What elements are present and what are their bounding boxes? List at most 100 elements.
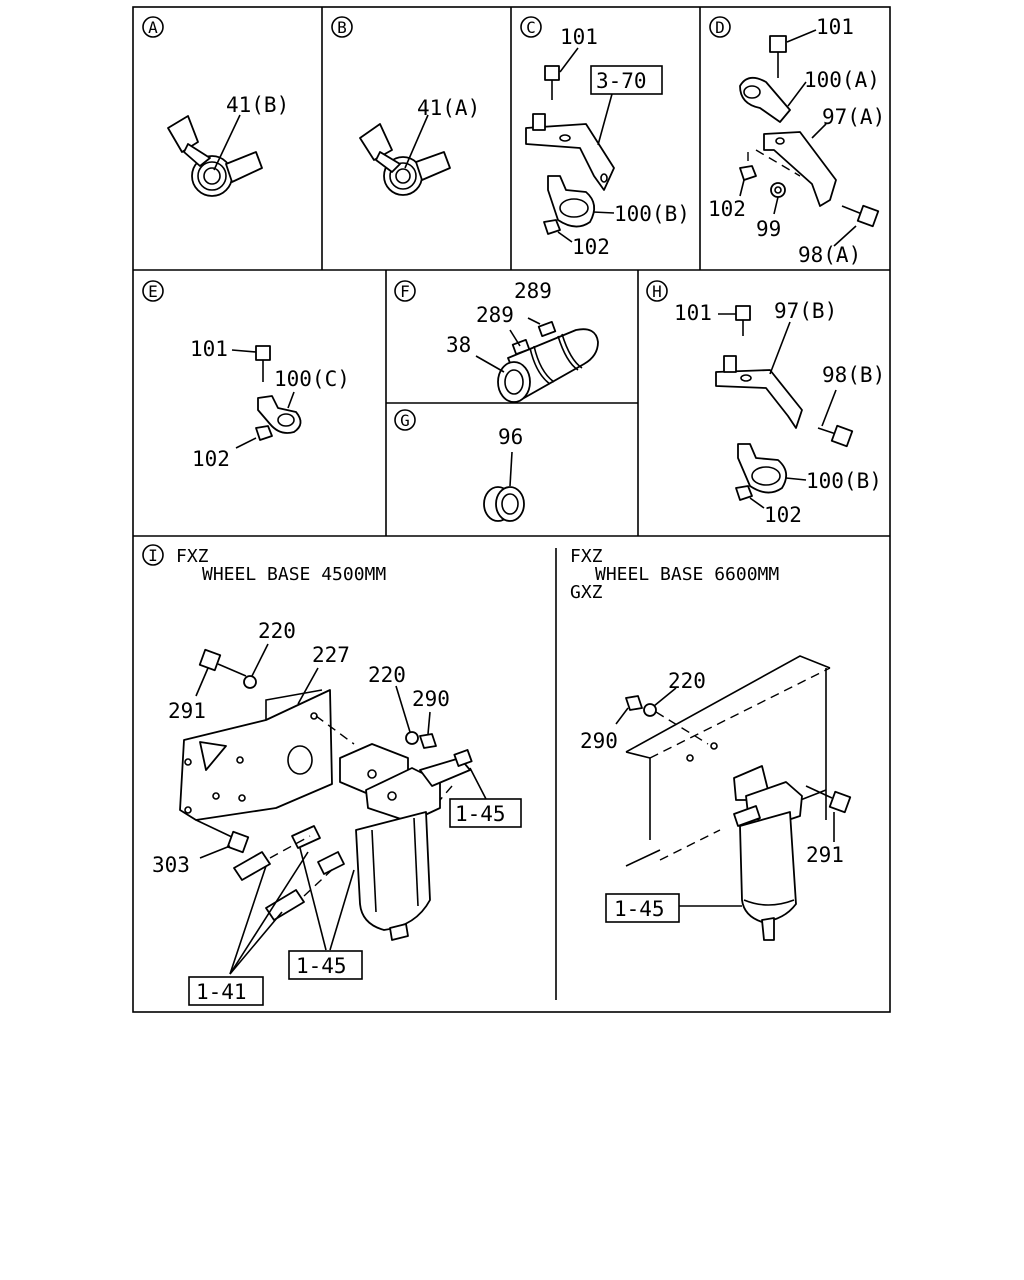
clip-100c [257,395,302,434]
clip-100b [547,175,596,228]
nut-290 [419,733,437,749]
washer-220 [243,675,257,689]
variant-6600mm: FXZ WHEEL BASE 6600MM GXZ 290 [570,546,852,941]
hose-clamp-drawing [167,115,263,197]
caption-line: FXZ [570,546,603,567]
diagram-frame [132,6,891,1013]
panel-g-marker: G [394,409,416,431]
label-38: 38 [446,333,471,357]
panel-a: A 41(B) [142,16,289,197]
hose-clamp-drawing [359,123,451,196]
ref-box-1-45 [288,950,363,980]
panel-e-marker: E [142,280,164,302]
ref-box-1-41 [188,976,264,1006]
ref-1-45: 1-45 [296,954,347,978]
panel-b-letter: B [337,18,347,37]
label-101: 101 [674,301,712,325]
bracket-97b [715,355,803,429]
label-41b: 41(B) [226,93,289,117]
panel-e: E 101 100(C) 102 [142,280,350,471]
panel-f: F 289 289 38 [394,279,599,403]
panel-c: C 101 3-70 100(B) 102 [520,16,690,259]
bracket-227 [179,689,333,821]
label-98b: 98(B) [822,363,885,387]
label-102: 102 [572,235,610,259]
nut-102 [543,219,561,235]
clip-100b [737,443,788,494]
panel-b-marker: B [331,16,353,38]
hose-38 [497,328,599,403]
label-102: 102 [764,503,802,527]
label-220: 220 [368,663,406,687]
clamp-289 [537,321,583,371]
label-289: 289 [514,279,552,303]
bolt-101 [255,345,271,382]
variant-4500mm: FXZ WHEEL BASE 4500MM 291 220 [152,546,522,1006]
clip-100a [739,76,791,123]
bolt-101 [735,305,751,336]
grommet-96 [483,486,525,522]
label-102: 102 [192,447,230,471]
label-291: 291 [806,843,844,867]
bolt-101 [544,65,560,100]
label-101: 101 [560,25,598,49]
bolt-291 [805,785,852,814]
panel-i-marker: I [142,544,164,566]
fuel-filter-head [339,743,473,823]
nut-102 [735,485,753,501]
panel-a-marker: A [142,16,164,38]
nut-290 [625,695,643,711]
panel-d-marker: D [709,16,731,38]
label-289: 289 [476,303,514,327]
panel-f-letter: F [400,282,410,301]
panel-h: H 101 97(B) 98(B) 100(B) 102 [646,280,885,527]
label-100a: 100(A) [804,68,880,92]
label-290: 290 [580,729,618,753]
label-101: 101 [190,337,228,361]
panel-e-letter: E [148,282,158,301]
label-227: 227 [312,643,350,667]
label-303: 303 [152,853,190,877]
panel-b: B 41(A) [331,16,480,196]
bolt-101 [769,35,787,78]
label-100c: 100(C) [274,367,350,391]
label-100b: 100(B) [614,202,690,226]
panel-d: D 101 100(A) 97(A) 102 99 [708,15,885,267]
label-101: 101 [816,15,854,39]
ref-box-1-45 [605,893,680,923]
label-97a: 97(A) [822,105,885,129]
label-97b: 97(B) [774,299,837,323]
washer-99 [770,182,786,198]
panel-h-letter: H [652,282,662,301]
washer-220 [643,703,657,717]
ref-box-3-70 [590,65,663,95]
ref-1-45: 1-45 [614,897,665,921]
bolt-98b [817,424,854,448]
label-291: 291 [168,699,206,723]
label-102: 102 [708,197,746,221]
label-96: 96 [498,425,523,449]
bracket-97a [763,131,837,207]
panel-c-marker: C [520,16,542,38]
caption-line: FXZ [176,546,209,567]
fuel-filter-assembly [733,765,803,941]
clamp-289 [511,339,555,385]
panel-g: G 96 [394,409,525,522]
panel-i: I FXZ WHEEL BASE 4500MM 291 220 [142,544,852,1006]
washer-220 [405,731,419,745]
nut-102 [255,425,273,441]
nut-102 [739,165,757,181]
ref-1-41: 1-41 [196,980,247,1004]
panel-c-letter: C [526,18,536,37]
panel-h-marker: H [646,280,668,302]
label-220: 220 [258,619,296,643]
label-98a: 98(A) [798,243,861,267]
label-220: 220 [668,669,706,693]
label-99: 99 [756,217,781,241]
connector-fittings [233,825,345,921]
panel-f-marker: F [394,280,416,302]
label-100b: 100(B) [806,469,882,493]
caption-line: WHEEL BASE 4500MM [202,564,386,585]
caption-line: GXZ [570,582,603,603]
